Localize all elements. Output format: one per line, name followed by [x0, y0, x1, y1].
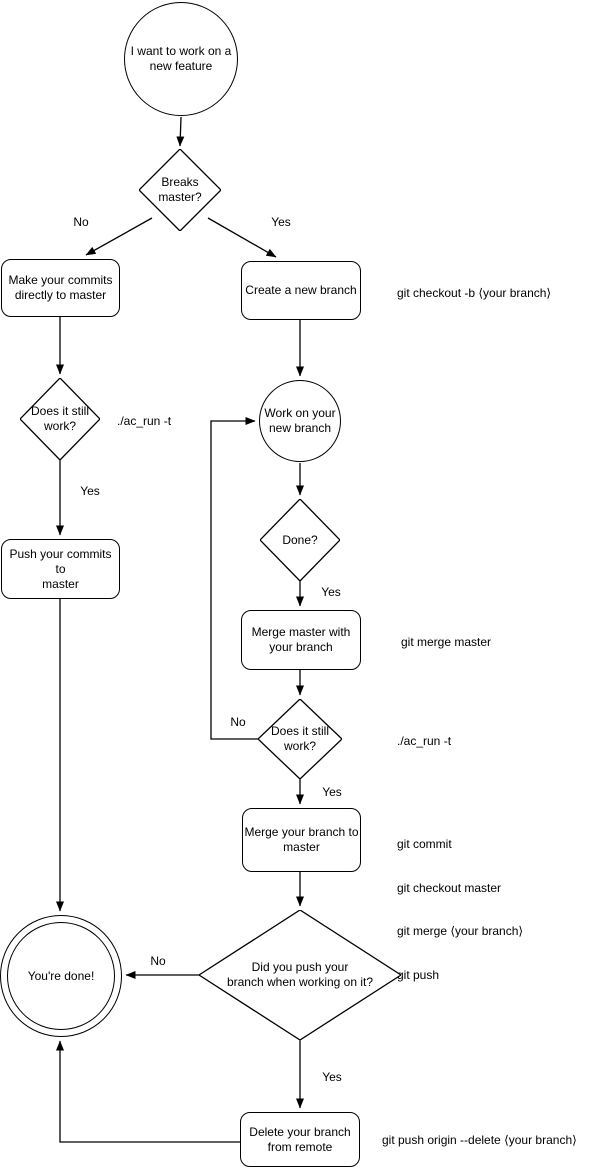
- annotation-ac-run-left: ./ac_run -t: [117, 414, 172, 428]
- edge-label-no: No: [73, 215, 89, 229]
- node-merge-branch-to-master-label: Merge your branch to master: [244, 825, 359, 854]
- node-youre-done-label: You're done!: [27, 968, 95, 983]
- node-did-you-push-label: Did you push your branch when working on…: [226, 960, 374, 989]
- edge-label-no: No: [150, 954, 166, 968]
- command-line: git commit: [397, 837, 452, 851]
- node-merge-master-with-branch: Merge master with your branch: [241, 610, 361, 670]
- node-push-commits: Push your commits to master: [1, 539, 120, 599]
- node-merge-branch-to-master: Merge your branch to master: [242, 808, 361, 872]
- node-still-work-right: Does it still work?: [258, 699, 342, 779]
- connector-delete-to-done-circle: [56, 1040, 240, 1143]
- command-line: git merge ⟨your branch⟩: [397, 924, 524, 938]
- node-work-on-branch: Work on your new branch: [259, 380, 341, 462]
- node-delete-remote-branch: Delete your branch from remote: [240, 1112, 360, 1167]
- node-commits-to-master: Make your commits directly to master: [1, 259, 120, 317]
- diamond-shape: [258, 699, 342, 779]
- edge-label-yes: Yes: [322, 785, 342, 799]
- node-youre-done: You're done!: [0, 915, 122, 1037]
- annotation-merge-commands: git commit git checkout master git merge…: [397, 808, 523, 1011]
- annotation-merge-master: git merge master: [401, 635, 492, 649]
- node-commits-to-master-label: Make your commits directly to master: [8, 273, 113, 302]
- command-line: git checkout master: [397, 880, 502, 895]
- connector-breaks-master-yes-to-create-branch: [207, 217, 277, 258]
- node-done-label: Done?: [282, 532, 318, 547]
- node-push-commits-label: Push your commits to master: [9, 546, 112, 591]
- node-create-branch-label: Create a new branch: [245, 283, 357, 297]
- annotation-push-delete: git push origin --delete ⟨your branch⟩: [382, 1133, 577, 1147]
- node-merge-master-with-branch-label: Merge master with your branch: [251, 625, 351, 654]
- command-line: git push: [397, 967, 440, 982]
- edge-label-yes: Yes: [321, 585, 341, 599]
- annotation-checkout-branch: git checkout -b ⟨your branch⟩: [397, 286, 552, 300]
- node-breaks-master-label: Breaks master?: [158, 175, 202, 204]
- connector-start-to-breaks-master: [176, 116, 185, 147]
- node-still-work-left-label: Does it still work?: [30, 404, 89, 433]
- connector-breaks-master-no-to-commits: [85, 217, 153, 256]
- node-create-branch: Create a new branch: [241, 261, 361, 320]
- diamond-shape: [20, 378, 100, 460]
- edge-label-yes: Yes: [322, 1070, 342, 1084]
- diamond-shape: [139, 149, 221, 231]
- node-work-on-branch-label: Work on your new branch: [264, 406, 336, 435]
- node-did-you-push: Did you push your branch when working on…: [199, 910, 401, 1040]
- node-still-work-right-label: Does it still work?: [270, 724, 329, 753]
- node-still-work-left: Does it still work?: [20, 378, 100, 460]
- edge-label-yes: Yes: [80, 484, 100, 498]
- inner-circle: You're done!: [7, 922, 115, 1030]
- node-breaks-master: Breaks master?: [139, 149, 221, 231]
- node-done: Done?: [260, 499, 340, 581]
- diamond-shape: [199, 910, 401, 1040]
- connector-still-work-right-no-loop: [210, 417, 258, 740]
- annotation-ac-run-right: ./ac_run -t: [397, 734, 452, 748]
- diamond-shape: [260, 499, 340, 581]
- node-start: I want to work on a new feature: [124, 2, 238, 116]
- node-delete-remote-branch-label: Delete your branch from remote: [249, 1124, 351, 1154]
- edge-label-yes: Yes: [271, 215, 291, 229]
- node-start-label: I want to work on a new feature: [130, 44, 232, 73]
- edge-label-no: No: [230, 715, 246, 729]
